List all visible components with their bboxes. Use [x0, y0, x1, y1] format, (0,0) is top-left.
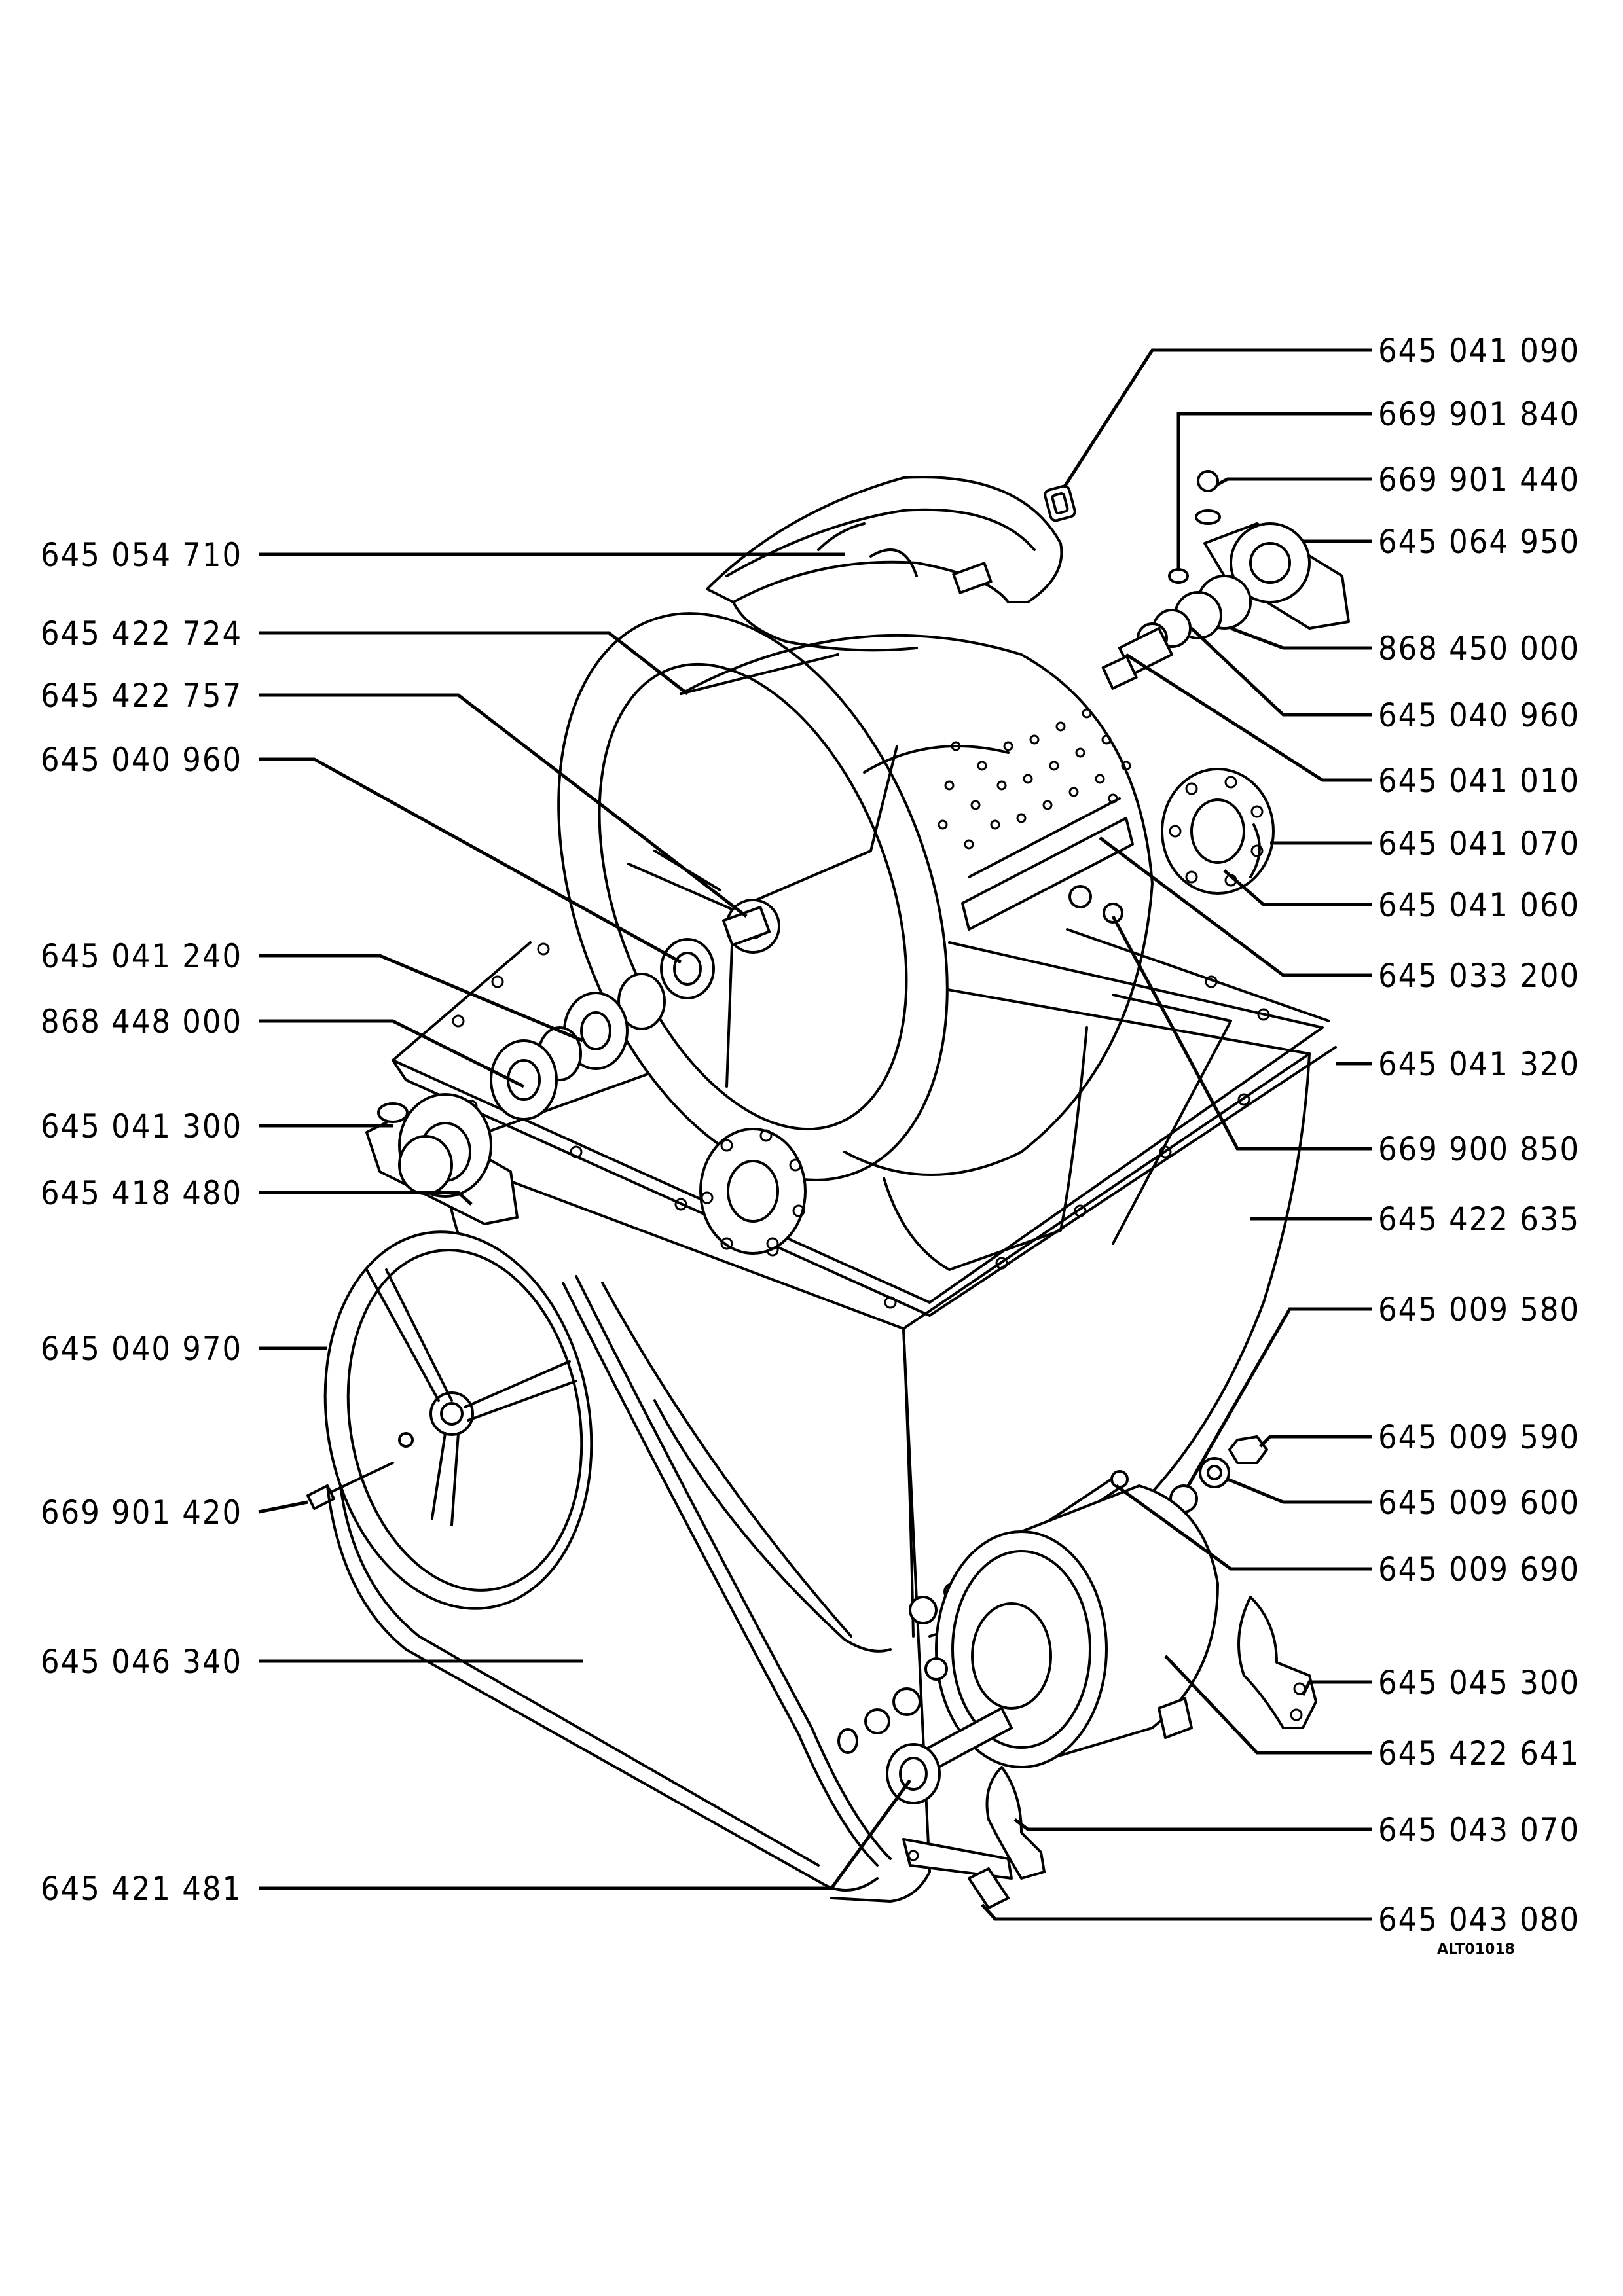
machine-drawing: ALT01018 [306, 470, 1515, 1958]
part-label-645-043-080: 645 043 080 [1378, 1901, 1580, 1939]
top-cover [706, 476, 1063, 652]
part-label-645-009-590: 645 009 590 [1378, 1418, 1580, 1456]
part-label-645-422-635: 645 422 635 [1378, 1200, 1580, 1238]
part-label-645-041-300: 645 041 300 [41, 1107, 242, 1145]
part-label-645-041-060: 645 041 060 [1378, 886, 1580, 924]
drive-belt [326, 1275, 892, 1892]
part-label-669-901-420: 669 901 420 [41, 1494, 242, 1532]
part-label-645-009-600: 645 009 600 [1378, 1484, 1580, 1522]
part-label-645-043-070: 645 043 070 [1378, 1811, 1580, 1849]
part-label-645-040-970: 645 040 970 [41, 1330, 242, 1368]
part-label-645-040-960-right: 645 040 960 [1378, 696, 1580, 734]
front-bearing-stack [490, 938, 715, 1121]
part-label-645-054-710: 645 054 710 [41, 536, 242, 574]
part-label-645-041-240: 645 041 240 [41, 937, 242, 975]
frame-flange [699, 1128, 807, 1255]
part-label-645-064-950: 645 064 950 [1378, 523, 1580, 561]
part-label-669-901-840: 669 901 840 [1378, 395, 1580, 433]
part-label-645-045-300: 645 045 300 [1378, 1664, 1580, 1702]
part-label-868-448-000: 868 448 000 [41, 1003, 242, 1041]
part-label-645-009-690: 645 009 690 [1378, 1551, 1580, 1588]
part-label-645-422-757: 645 422 757 [41, 677, 242, 715]
right-labels: 645 041 090 669 901 840 669 901 440 645 … [1378, 332, 1580, 1939]
part-label-645-041-010: 645 041 010 [1378, 762, 1580, 800]
part-label-645-040-960-left: 645 040 960 [41, 741, 242, 779]
part-label-669-900-850: 669 900 850 [1378, 1130, 1580, 1168]
part-label-645-046-340: 645 046 340 [41, 1643, 242, 1681]
drawing-code: ALT01018 [1437, 1941, 1515, 1958]
nut-washer-set [1169, 1435, 1268, 1513]
motor [837, 1484, 1219, 1804]
part-label-645-422-724: 645 422 724 [41, 615, 242, 653]
rear-bearing-assembly [1044, 470, 1350, 690]
part-label-645-041-090: 645 041 090 [1378, 332, 1580, 370]
rear-flange [1068, 768, 1275, 924]
part-label-645-009-580: 645 009 580 [1378, 1291, 1580, 1329]
part-label-645-033-200: 645 033 200 [1378, 957, 1580, 995]
drum [557, 612, 1154, 1181]
drum-pulley [306, 1230, 593, 1610]
part-label-645-422-641: 645 422 641 [1378, 1734, 1580, 1772]
part-label-645-421-481: 645 421 481 [41, 1870, 242, 1908]
part-label-645-041-320: 645 041 320 [1378, 1045, 1580, 1083]
left-labels: 645 054 710 645 422 724 645 422 757 645 … [41, 536, 242, 1908]
part-label-645-041-070: 645 041 070 [1378, 825, 1580, 863]
front-bearing-housing [365, 1093, 519, 1225]
part-label-868-450-000: 868 450 000 [1378, 630, 1580, 668]
motor-brackets [902, 1596, 1317, 1909]
leader-lines [258, 348, 1372, 1921]
frame-rim [392, 928, 1337, 1317]
part-label-669-901-440: 669 901 440 [1378, 461, 1580, 499]
part-label-645-418-480: 645 418 480 [41, 1174, 242, 1212]
